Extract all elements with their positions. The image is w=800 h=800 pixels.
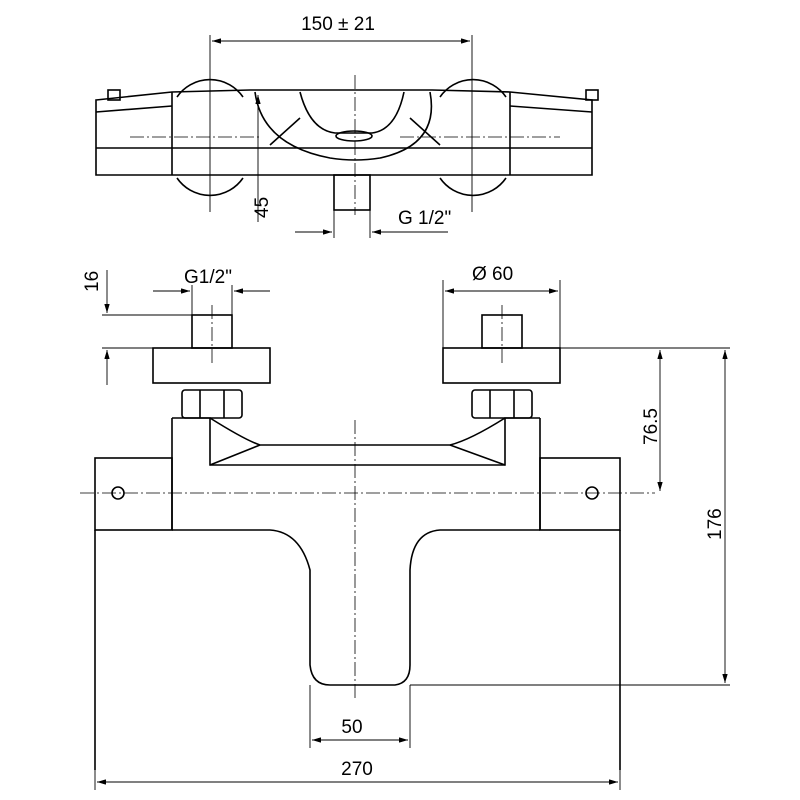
dim-inlet-thread-label: G1/2"	[184, 267, 232, 288]
body-upper	[171, 417, 541, 530]
top-view: 150 ± 21 45 G 1/2"	[95, 14, 599, 238]
spout	[94, 529, 621, 770]
left-flange	[152, 347, 271, 384]
dim-total-width-label: 270	[341, 759, 373, 780]
dim-outlet-thread-label: G 1/2"	[398, 208, 451, 229]
top-outlet	[333, 174, 371, 211]
front-view: 16 G1/2" Ø 60	[80, 264, 730, 790]
dim-outlet-width-label: 50	[341, 717, 362, 738]
right-knob-top	[439, 78, 507, 98]
dim-flange-diameter-label: Ø 60	[472, 264, 513, 285]
left-nut	[181, 389, 243, 419]
right-knob-bottom	[439, 177, 507, 197]
top-center-housing	[254, 91, 433, 161]
dim-stem-height-label: 16	[82, 271, 103, 292]
dim-axis-height-label: 76.5	[641, 408, 662, 445]
left-knob-bottom	[176, 177, 244, 197]
right-nut	[471, 389, 533, 419]
right-wing	[539, 457, 621, 531]
dim-spacing-label: 150 ± 21	[301, 14, 375, 35]
left-wing	[94, 457, 173, 531]
dim-total-height-label: 176	[705, 508, 726, 540]
dim-depth-label: 45	[252, 197, 273, 218]
right-flange	[442, 347, 561, 384]
